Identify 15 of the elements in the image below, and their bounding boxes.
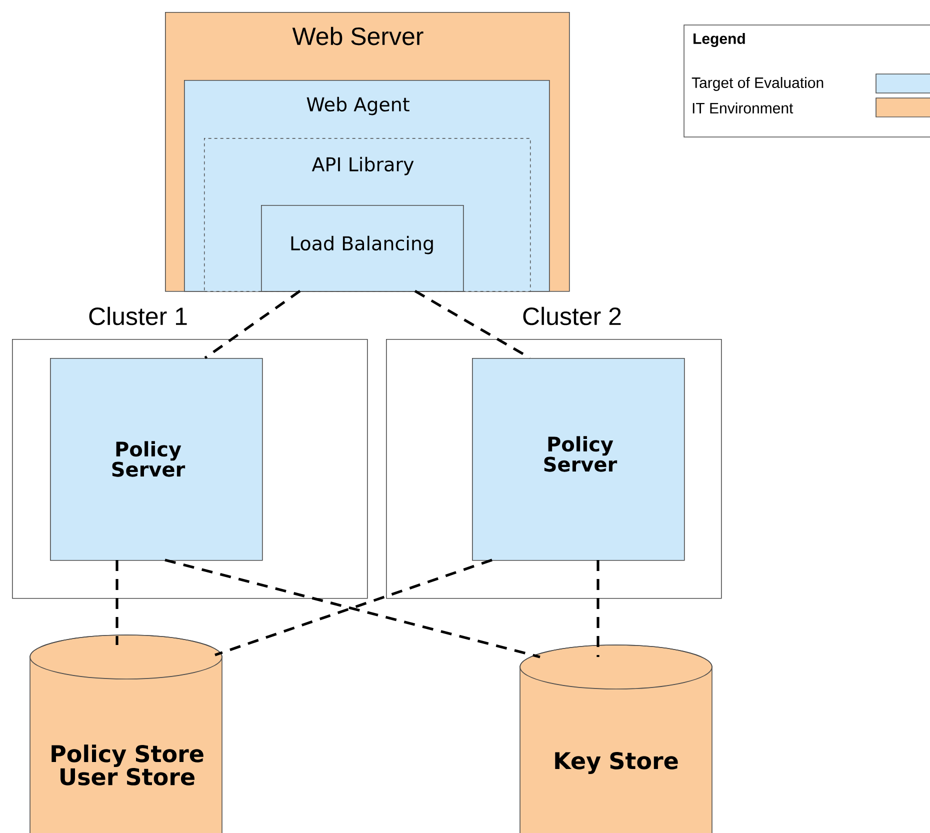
node-label: Cluster 2 <box>523 306 621 326</box>
database-cylinder: Policy Store User Store <box>30 634 222 833</box>
server-box: Policy Server <box>472 358 685 561</box>
connector-line <box>116 560 118 645</box>
connector-line <box>214 558 492 656</box>
database-cylinder: Key Store <box>520 644 712 833</box>
connector-line <box>164 558 540 658</box>
legend-label: IT Environment <box>692 102 794 114</box>
server-box: Policy Server <box>50 358 263 561</box>
component-box: Load Balancing <box>261 205 464 292</box>
connector-line <box>414 290 531 360</box>
legend-label: Target of Evaluation <box>692 77 824 91</box>
connector-line <box>204 290 301 360</box>
node-label: Cluster 1 <box>89 306 187 326</box>
connector-line <box>596 560 600 657</box>
